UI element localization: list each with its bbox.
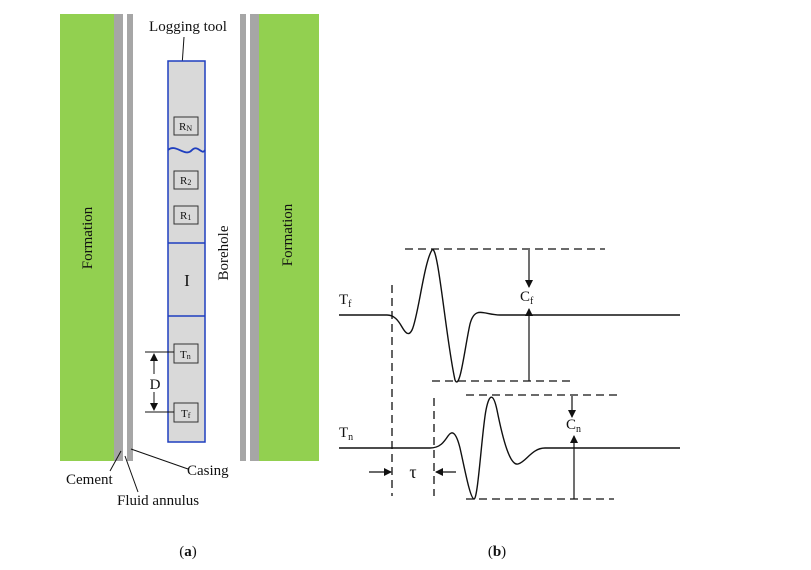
panel-b: Tf Tn Cf Cn τ (b)	[339, 248, 680, 560]
isolator-label: I	[184, 271, 190, 290]
formation-right-label: Formation	[280, 203, 296, 266]
amp-far-label: Cf	[520, 289, 534, 307]
caption-a: (a)	[179, 544, 197, 560]
formation-left	[60, 14, 114, 461]
fluid-annulus-label: Fluid annulus	[117, 493, 199, 509]
transmitter-tf: Tf	[173, 402, 199, 423]
receiver-r1-main: R	[180, 210, 188, 222]
casing-right	[240, 14, 246, 461]
svg-text:R1: R1	[180, 210, 191, 222]
casing-label: Casing	[187, 463, 229, 479]
waveform-tf	[339, 249, 680, 383]
panel-a: Formation Formation Borehole Logging too…	[60, 14, 319, 560]
transmitter-tn-main: T	[180, 349, 187, 361]
svg-text:RN: RN	[179, 121, 192, 133]
caption-b: (b)	[488, 544, 506, 560]
receiver-r1-sub: 1	[187, 213, 191, 222]
fluid-annulus-left	[123, 14, 127, 461]
trace-far-label: Tf	[339, 292, 352, 310]
receiver-r1: R1	[173, 205, 199, 225]
spacing-label: D	[150, 377, 161, 393]
cement-layer-left	[114, 14, 123, 461]
formation-right	[259, 14, 319, 461]
receiver-r2-sub: 2	[187, 178, 191, 187]
receiver-rn: RN	[173, 116, 199, 136]
receiver-r2: R2	[173, 170, 199, 190]
delay-label: τ	[409, 462, 416, 482]
cement-layer-right	[250, 14, 259, 461]
casing-leader	[130, 448, 189, 470]
cement-leader	[109, 450, 122, 472]
transmitter-tf-sub: f	[188, 411, 191, 420]
svg-text:R2: R2	[180, 175, 191, 187]
transmitter-tn: Tn	[173, 343, 199, 364]
borehole-label: Borehole	[216, 225, 232, 280]
cement-label: Cement	[66, 472, 113, 488]
transmitter-tf-main: T	[181, 408, 188, 420]
logging-tool-label: Logging tool	[149, 19, 227, 35]
fluid-annulus-right	[246, 14, 250, 461]
fluid-annulus-leader	[124, 455, 139, 493]
trace-near-label: Tn	[339, 425, 353, 443]
receiver-rn-sub: N	[186, 124, 192, 133]
casing-left	[127, 14, 133, 461]
waveform-tn	[339, 396, 680, 500]
receiver-rn-main: R	[179, 121, 187, 133]
formation-left-label: Formation	[80, 206, 96, 269]
svg-text:Tf: Tf	[181, 408, 191, 420]
transmitter-tn-sub: n	[187, 352, 191, 361]
amp-near-label: Cn	[566, 417, 581, 435]
tool-break-wavy	[167, 147, 206, 154]
receiver-r2-main: R	[180, 175, 188, 187]
svg-text:Tn: Tn	[180, 349, 191, 361]
